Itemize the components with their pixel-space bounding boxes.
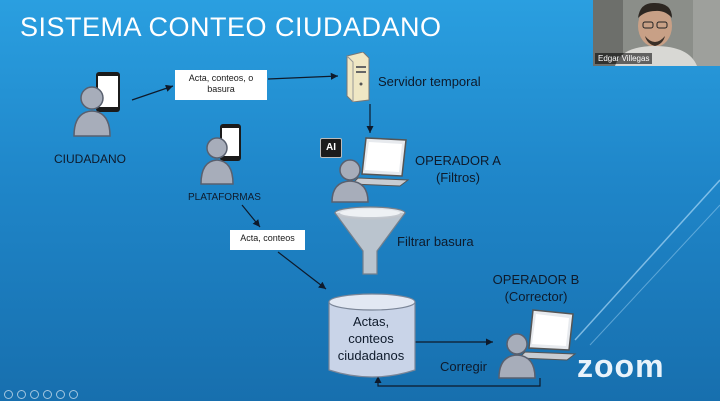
zoom-slide-button[interactable]: [56, 390, 65, 399]
participant-name: Edgar Villegas: [595, 53, 653, 64]
database-icon: [328, 293, 416, 378]
plataformas-label: PLATAFORMAS: [188, 192, 261, 203]
note-1-line-1: Acta, conteos, o: [188, 73, 254, 83]
participant-video-tile[interactable]: Edgar Villegas: [593, 0, 720, 66]
arrow-note-to-server: [267, 72, 339, 80]
database-line-3: ciudadanos: [337, 348, 405, 363]
prev-slide-button[interactable]: [4, 390, 13, 399]
arrow-note-to-database: [277, 251, 327, 290]
arrow-plataformas-to-note: [241, 204, 261, 228]
database-label: Actas, conteos ciudadanos: [330, 313, 412, 364]
note-2-text: Acta, conteos: [240, 233, 295, 243]
server-icon: [346, 52, 370, 102]
note-acta-conteos: Acta, conteos: [230, 230, 305, 250]
operador-b-laptop-person-icon: [498, 309, 577, 379]
note-1-line-2: basura: [207, 84, 235, 94]
ai-chip-badge: AI: [320, 138, 342, 158]
next-slide-button[interactable]: [17, 390, 26, 399]
servidor-label: Servidor temporal: [378, 74, 481, 89]
filtrar-label: Filtrar basura: [397, 234, 474, 249]
slide-title: SISTEMA CONTEO CIUDADANO: [20, 12, 442, 42]
ciudadano-person-icon: [73, 72, 120, 137]
funnel-icon: [334, 206, 406, 275]
arrow-ciudadano-to-note: [131, 84, 174, 101]
arrow-operador-b-to-database: [374, 376, 541, 387]
note-acta-conteos-basura: Acta, conteos, o basura: [175, 70, 267, 100]
more-options-button[interactable]: [69, 390, 78, 399]
zoom-logo: zoom: [577, 348, 665, 384]
view-slides-button[interactable]: [43, 390, 52, 399]
database-line-1: Actas,: [352, 314, 390, 329]
operador-a-subtitle: (Filtros): [435, 170, 481, 185]
plataformas-person-icon: [200, 124, 241, 185]
database-line-2: conteos: [348, 331, 394, 346]
operador-b-subtitle: (Corrector): [504, 289, 568, 304]
corregir-label: Corregir: [440, 359, 487, 374]
ciudadano-label: CIUDADANO: [54, 152, 127, 166]
slide-toolbar: [4, 390, 78, 399]
pen-tool-button[interactable]: [30, 390, 39, 399]
operador-b-title: OPERADOR B: [492, 272, 580, 287]
operador-a-title: OPERADOR A: [415, 153, 501, 168]
operador-a-laptop-person-icon: [331, 137, 410, 203]
